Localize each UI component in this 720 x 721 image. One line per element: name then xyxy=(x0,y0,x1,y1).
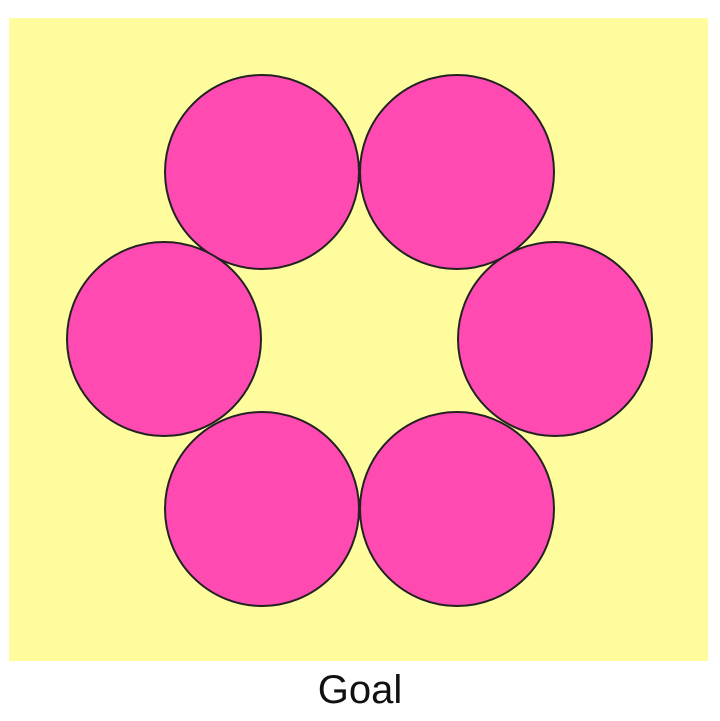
circle-ring xyxy=(66,74,653,607)
circle-top-right xyxy=(359,74,555,270)
goal-caption: Goal xyxy=(317,668,403,712)
circle-bottom-left xyxy=(164,411,360,607)
circle-middle-left xyxy=(66,241,262,437)
circle-top-left xyxy=(164,74,360,270)
circle-middle-right xyxy=(457,241,653,437)
circle-bottom-right xyxy=(359,411,555,607)
goal-canvas xyxy=(9,18,708,661)
goal-board xyxy=(9,18,708,661)
